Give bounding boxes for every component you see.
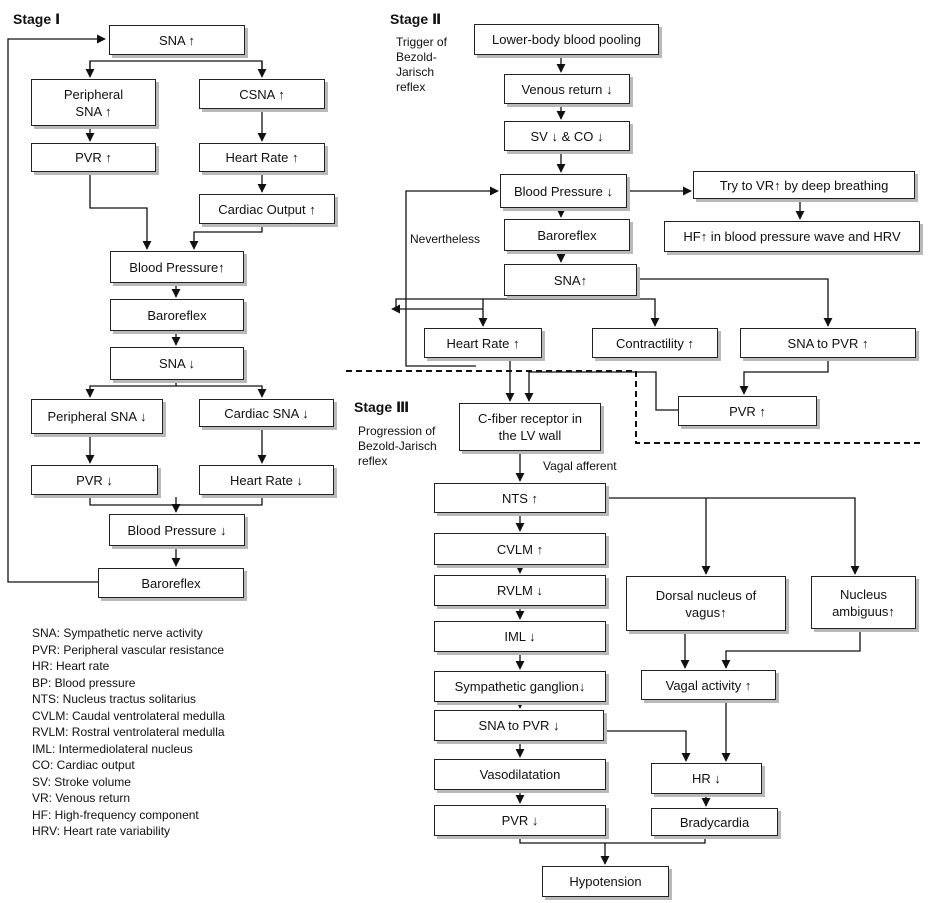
- s2-baroreflex: Baroreflex: [504, 219, 630, 251]
- legend-item: VR: Venous return: [32, 791, 131, 805]
- s1-blood-pressure-down: Blood Pressure ↓: [109, 514, 245, 546]
- legend-item: NTS: Nucleus tractus solitarius: [32, 692, 197, 706]
- stage-3-note: Progression of Bezold-Jarisch reflex: [358, 424, 437, 468]
- s1-sna-down: SNA ↓: [110, 347, 244, 380]
- s1-baroreflex-2: Baroreflex: [98, 568, 244, 598]
- s2-sna-up: SNA↑: [504, 264, 637, 296]
- stage-2-label: Stage Ⅱ: [390, 11, 442, 27]
- s3-c-fiber-receptor: C-fiber receptor in the LV wall: [459, 403, 601, 451]
- s1-pvr-up: PVR ↑: [31, 143, 156, 172]
- legend-item: SNA: Sympathetic nerve activity: [32, 626, 203, 640]
- stage-2-note: Trigger of Bezold- Jarisch reflex: [396, 35, 447, 94]
- s3-hypotension: Hypotension: [542, 866, 669, 897]
- legend-item: CVLM: Caudal ventrolateral medulla: [32, 708, 225, 723]
- s2-contractility-up: Contractility ↑: [592, 328, 718, 358]
- s3-vagal-activity-up: Vagal activity ↑: [641, 670, 776, 700]
- s3-hr-down: HR ↓: [651, 763, 762, 794]
- s2-sna-to-pvr-up: SNA to PVR ↑: [740, 328, 916, 358]
- legend-item: IML: Intermediolateral nucleus: [32, 741, 193, 756]
- s1-peripheral-sna-down: Peripheral SNA ↓: [31, 399, 163, 434]
- s3-cvlm-up: CVLM ↑: [434, 533, 606, 565]
- s2-pvr-up: PVR ↑: [678, 396, 817, 426]
- vagal-afferent-label: Vagal afferent: [543, 459, 617, 473]
- legend-item: BP: Blood pressure: [32, 675, 136, 690]
- legend-item: HF: High-frequency component: [32, 807, 199, 822]
- s1-heart-rate-down: Heart Rate ↓: [199, 465, 334, 495]
- s3-vasodilatation: Vasodilatation: [434, 759, 606, 790]
- s3-rvlm-down: RVLM ↓: [434, 575, 606, 606]
- legend-item: HR: Heart rate: [32, 659, 110, 673]
- s1-cardiac-sna-down: Cardiac SNA ↓: [199, 399, 334, 427]
- s1-heart-rate-up: Heart Rate ↑: [199, 143, 325, 172]
- legend-item: PVR: Peripheral vascular resistance: [32, 642, 225, 657]
- nevertheless-label: Nevertheless: [410, 232, 481, 246]
- s2-venous-return-down: Venous return ↓: [504, 74, 630, 104]
- stage-1-label: Stage Ⅰ: [13, 11, 61, 27]
- legend-item: SV: Stroke volume: [32, 774, 131, 789]
- s2-deep-breathing: Try to VR↑ by deep breathing: [693, 171, 915, 199]
- s2-hf-up: HF↑ in blood pressure wave and HRV: [664, 221, 920, 252]
- s2-blood-pressure-down: Blood Pressure ↓: [500, 174, 627, 208]
- s1-peripheral-sna-up: Peripheral SNA ↑: [31, 79, 156, 126]
- legend-item: HRV: Heart rate variability: [32, 824, 171, 838]
- s1-pvr-down: PVR ↓: [31, 465, 158, 495]
- s3-sna-to-pvr-down: SNA to PVR ↓: [434, 710, 604, 741]
- legend-item: RVLM: Rostral ventrolateral medulla: [32, 725, 225, 739]
- s3-dorsal-nucleus-of-vagus: Dorsal nucleus of vagus↑: [626, 576, 786, 631]
- s3-nts-up: NTS ↑: [434, 483, 606, 513]
- s3-bradycardia: Bradycardia: [651, 808, 778, 836]
- s2-lower-body-blood-pooling: Lower-body blood pooling: [474, 24, 659, 55]
- abbreviation-legend: SNA: Sympathetic nerve activity PVR: Per…: [32, 625, 225, 840]
- s1-sna-up: SNA ↑: [109, 25, 245, 55]
- s2-heart-rate-up: Heart Rate ↑: [424, 328, 542, 358]
- s1-csna-up: CSNA ↑: [199, 79, 325, 109]
- s2-sv-co-down: SV ↓ & CO ↓: [504, 121, 630, 151]
- s1-blood-pressure-up: Blood Pressure↑: [110, 251, 244, 283]
- s3-iml-down: IML ↓: [434, 621, 606, 652]
- s1-cardiac-output-up: Cardiac Output ↑: [199, 194, 335, 224]
- s3-nucleus-ambiguus: Nucleus ambiguus↑: [811, 576, 916, 629]
- s1-baroreflex: Baroreflex: [110, 299, 244, 331]
- legend-item: CO: Cardiac output: [32, 758, 135, 772]
- s3-sympathetic-ganglion-down: Sympathetic ganglion↓: [434, 671, 606, 702]
- stage-3-label: Stage Ⅲ: [354, 399, 410, 415]
- s3-pvr-down: PVR ↓: [434, 805, 606, 836]
